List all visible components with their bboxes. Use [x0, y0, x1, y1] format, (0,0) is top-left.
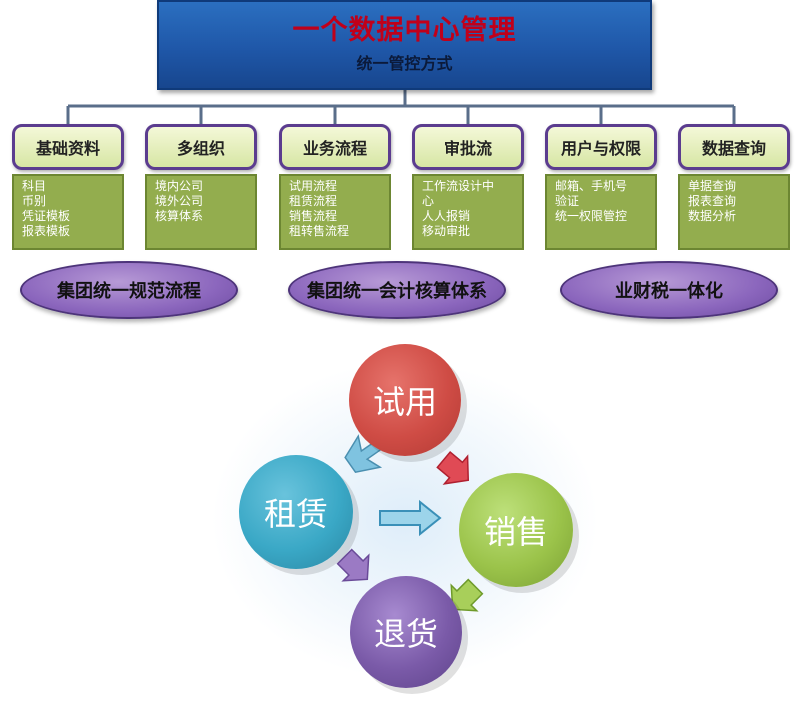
oval-accounting-system: 集团统一会计核算体系: [288, 261, 506, 319]
list-item: 科目: [22, 179, 47, 193]
list-item: 统一权限管控: [555, 209, 628, 223]
circle-return: 退货: [350, 576, 462, 688]
list-item: 单据查询: [688, 179, 737, 193]
circle-lease: 租赁: [239, 455, 353, 569]
list-item: 数据分析: [688, 209, 737, 223]
page-subtitle: 统一管控方式: [356, 54, 453, 73]
list-item: 报表查询: [688, 194, 737, 208]
list-item: 试用流程: [289, 179, 338, 193]
category-users-permissions-items: 邮箱、手机号 验证 统一权限管控: [545, 174, 657, 250]
title-box: 一个数据中心管理 统一管控方式: [157, 0, 652, 90]
list-item: 境外公司: [155, 194, 204, 208]
page-title: 一个数据中心管理: [292, 15, 517, 46]
arrow-trial-to-sales-icon: [436, 450, 470, 485]
category-users-permissions: 用户与权限: [545, 124, 657, 170]
category-multi-org: 多组织: [145, 124, 257, 170]
list-item: 核算体系: [155, 209, 204, 223]
circle-sales: 销售: [459, 473, 573, 587]
list-item: 报表模板: [22, 224, 71, 238]
arrow-lease-to-return-icon: [336, 548, 370, 582]
oval-business-finance-tax: 业财税一体化: [560, 261, 778, 319]
category-business-process: 业务流程: [279, 124, 391, 170]
list-item: 凭证模板: [22, 209, 71, 223]
category-multi-org-items: 境内公司 境外公司 核算体系: [145, 174, 257, 250]
list-item: 验证: [555, 194, 580, 208]
category-approval-flow: 审批流: [412, 124, 524, 170]
list-item: 心: [422, 194, 435, 208]
oval-standard-process: 集团统一规范流程: [20, 261, 238, 319]
circle-lease-label: 租赁: [263, 495, 328, 533]
list-item: 租赁流程: [289, 194, 338, 208]
category-business-process-items: 试用流程 租赁流程 销售流程 租转售流程: [279, 174, 391, 250]
list-item: 租转售流程: [289, 224, 350, 238]
category-approval-flow-items: 工作流设计中 心 人人报销 移动审批: [412, 174, 524, 250]
circle-trial: 试用: [349, 344, 461, 456]
circle-trial-label: 试用: [372, 383, 437, 421]
circle-return-label: 退货: [373, 615, 438, 653]
category-basic-data: 基础资料: [12, 124, 124, 170]
arrow-sales-to-return-icon: [450, 578, 484, 612]
category-data-query-items: 单据查询 报表查询 数据分析: [678, 174, 790, 250]
category-data-query: 数据查询: [678, 124, 790, 170]
connector-lines: [66, 90, 736, 124]
list-item: 邮箱、手机号: [555, 179, 628, 193]
list-item: 销售流程: [289, 209, 338, 223]
circle-sales-label: 销售: [483, 513, 548, 551]
list-item: 币别: [22, 194, 47, 208]
category-basic-data-items: 科目 币别 凭证模板 报表模板: [12, 174, 124, 250]
arrow-lease-to-sales-icon: [379, 499, 442, 537]
list-item: 人人报销: [422, 209, 471, 223]
list-item: 境内公司: [155, 179, 204, 193]
list-item: 工作流设计中: [422, 179, 495, 193]
list-item: 移动审批: [422, 224, 471, 238]
